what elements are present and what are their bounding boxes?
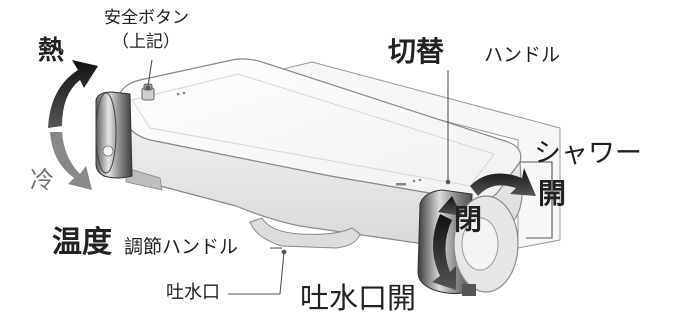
temperature-handle-rest: 調節ハンドル [124,236,239,258]
safety-button-label: 安全ボタン [104,8,189,28]
spout-open-arrow [432,214,456,290]
shower-label: シャワー [534,138,642,169]
spout-open-label: 吐水口開 [300,281,417,315]
temperature-indicator-dot [102,145,114,157]
hot-label: 熱 [38,36,65,66]
wall-bracket [261,61,561,249]
cold-direction-arrow [50,132,92,190]
temperature-handle [95,91,133,179]
spout-open-arrow-head-top [438,196,462,216]
indicator-dots [176,91,422,186]
spout-label: 吐水口 [166,282,220,303]
switch-handle-strong: 切替 [388,35,445,68]
safety-button-note: （上記） [112,32,180,52]
temperature-handle-strong: 温度 [52,225,112,260]
top-panel-seam [131,73,495,187]
shower-open-arrow [470,168,536,196]
cold-label: 冷 [30,166,54,194]
spout [249,217,361,249]
switch-handle-rest: ハンドル [484,44,561,66]
hot-direction-arrow [48,60,98,128]
handle-base-chrome [462,284,476,296]
shower-open-label: 開 [538,177,567,210]
close-label: 閉 [454,203,483,236]
leader-lines [145,59,553,295]
